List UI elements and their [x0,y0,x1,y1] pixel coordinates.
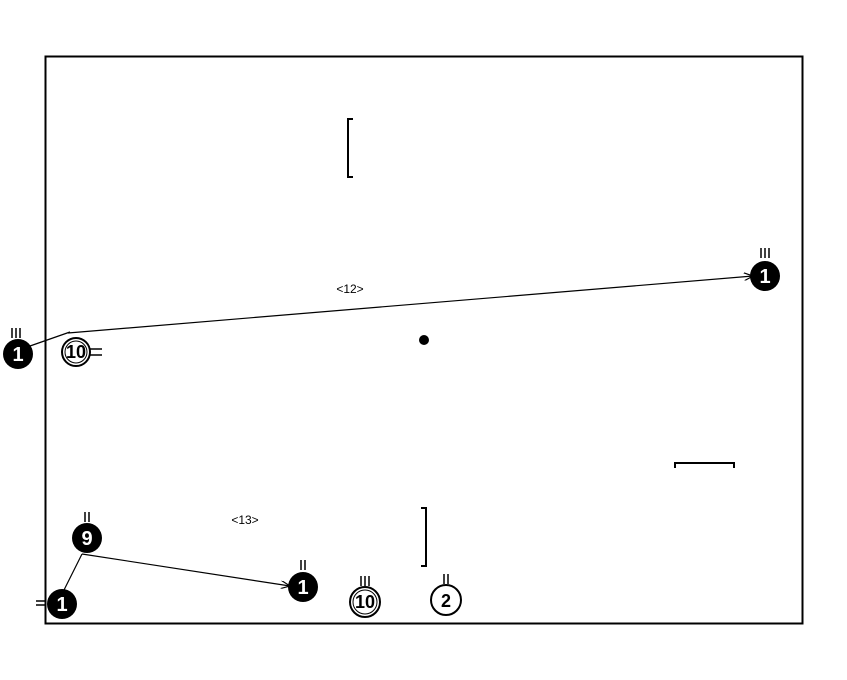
marker-filled-1-bottom-left[interactable]: 1 [36,589,77,619]
marker-open-10-left[interactable]: 10 [61,337,102,367]
svg-text:1: 1 [297,577,308,599]
svg-text:2: 2 [441,591,451,611]
marker-open-2-bottom[interactable]: 2 [430,574,462,616]
marker-filled-1-bottom-mid[interactable]: 1 [288,560,318,602]
svg-text:1: 1 [56,594,67,616]
svg-text:9: 9 [81,528,92,550]
svg-text:10: 10 [355,592,375,612]
bracket-horizontal [674,462,735,468]
connector-top [29,276,753,347]
edge-label-13: <13> [231,513,258,527]
bracket-right-bottom [421,507,427,567]
edge-label-12: <12> [336,282,363,296]
marker-filled-9[interactable]: 9 [72,512,102,553]
marker-filled-1-right[interactable]: 1 [750,248,780,291]
svg-text:1: 1 [759,266,770,288]
marker-filled-1-left[interactable]: 1 [3,328,33,369]
connector-bottom [62,553,290,593]
center-dot [419,335,429,345]
svg-text:10: 10 [66,342,86,362]
svg-text:1: 1 [12,344,23,366]
marker-open-10-bottom[interactable]: 10 [349,576,381,618]
bracket-top [347,118,353,178]
